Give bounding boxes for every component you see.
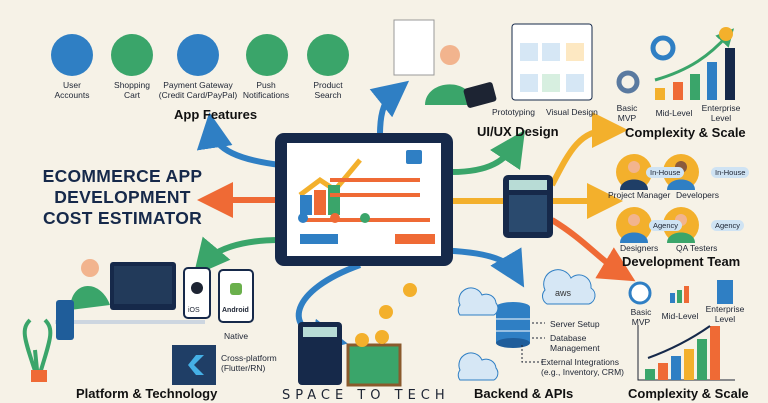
team-tag: Agency <box>711 220 745 231</box>
role-project-manager: Project Manager <box>608 190 671 200</box>
space-to-tech-logo: SPACE TO TECH <box>282 388 450 403</box>
arrow-to-complexity-bottom <box>550 217 636 282</box>
cross-platform-label: Cross-platform(Flutter/RN) <box>221 353 277 373</box>
browser-mockup <box>511 23 593 101</box>
backend-heading: Backend & APIs <box>474 386 574 401</box>
level-mid: Mid-Level <box>655 108 693 118</box>
developer-desk-illustration <box>22 259 254 385</box>
role-qa-testers: QA Testers <box>676 243 718 253</box>
tablet-dashboard <box>275 133 453 266</box>
uiux-heading: UI/UX Design <box>477 124 559 139</box>
complexity-chart-bottom <box>628 280 735 381</box>
arrow-to-app-features <box>196 112 281 168</box>
credit-card-icon[interactable] <box>177 34 219 76</box>
arrow-to-uiux <box>369 80 410 136</box>
complexity-chart-top <box>616 27 735 100</box>
visual-design-label: Visual Design <box>546 107 598 117</box>
team-tag: In-House <box>711 167 750 178</box>
user-icon[interactable] <box>51 34 93 76</box>
arrow-to-uiux-2 <box>451 130 525 175</box>
prototyping-label: Prototyping <box>492 107 535 117</box>
server-setup-label: Server Setup <box>550 319 600 329</box>
phone-notification-icon[interactable] <box>246 34 288 76</box>
team-tag: Agency <box>649 220 683 231</box>
calculator-icon <box>503 175 553 238</box>
shopping-cart-icon[interactable] <box>111 34 153 76</box>
ios-label: iOS <box>188 307 200 314</box>
level-mid: Mid-Level <box>661 311 699 321</box>
android-label: Android <box>222 307 249 314</box>
backend-illustration <box>457 269 596 381</box>
native-label: Native <box>224 331 249 341</box>
external-integrations-label: External Integrations(e.g., Inventory, C… <box>541 357 624 377</box>
designer-illustration <box>393 19 497 108</box>
team-avatars <box>616 154 699 243</box>
arrow-to-platform <box>193 236 281 276</box>
dev-team-heading: Development Team <box>622 254 741 269</box>
budget-illustration <box>298 283 417 387</box>
arrow-to-complexity <box>549 112 628 187</box>
role-developers: Developers <box>676 190 719 200</box>
platform-heading: Platform & Technology <box>76 386 218 401</box>
complexity-heading-top: Complexity & Scale <box>625 125 746 140</box>
role-designers: Designers <box>620 243 659 253</box>
team-tag: In-House <box>646 167 685 178</box>
app-features-heading: App Features <box>174 107 258 122</box>
aws-logo: aws <box>555 288 572 298</box>
magnifier-icon[interactable] <box>307 34 349 76</box>
feature-payment-gateway: Payment Gateway(Credit Card/PayPal) <box>158 80 238 100</box>
complexity-heading-bottom: Complexity & Scale <box>628 386 749 401</box>
